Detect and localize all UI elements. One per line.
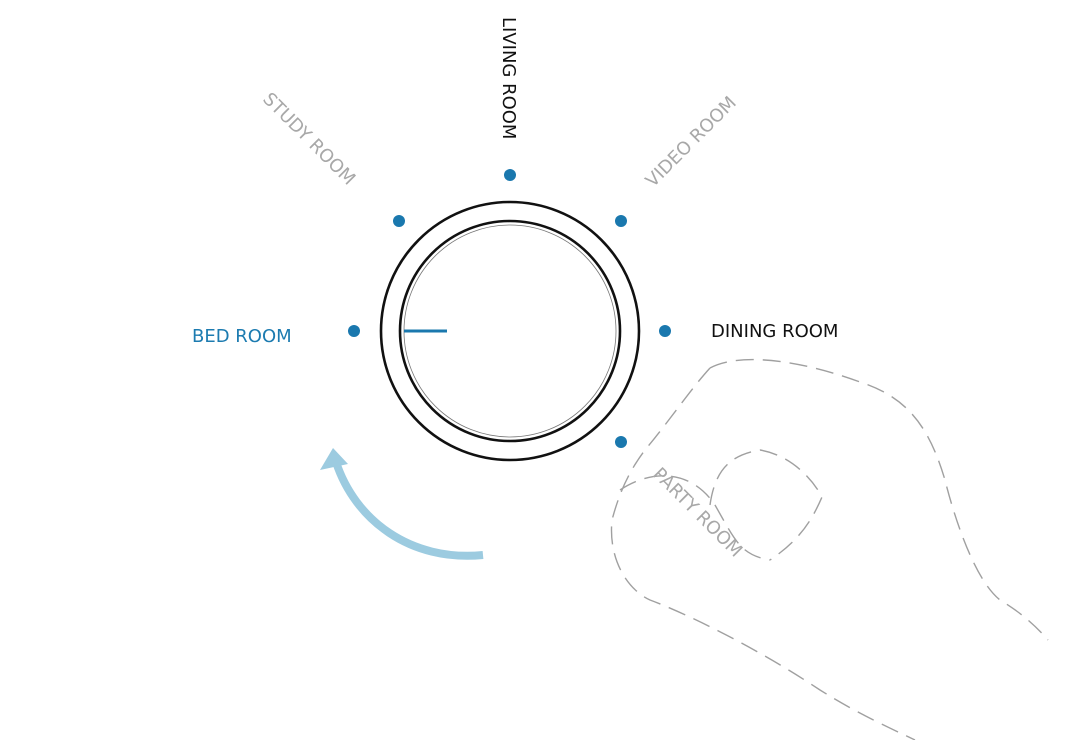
label-party-room[interactable]: PARTY ROOM — [648, 464, 746, 562]
position-dot-bed[interactable] — [348, 325, 360, 337]
label-living-room[interactable]: LIVING ROOM — [498, 17, 519, 139]
hand-outline-icon — [610, 358, 1049, 740]
position-dot-video[interactable] — [615, 215, 627, 227]
rotate-counterclockwise-arrow-icon — [320, 448, 484, 560]
position-dot-dining[interactable] — [659, 325, 671, 337]
knob-outer-ring — [379, 200, 641, 462]
label-dining-room[interactable]: DINING ROOM — [711, 321, 838, 342]
label-study-room[interactable]: STUDY ROOM — [258, 89, 359, 190]
position-dot-living[interactable] — [504, 169, 516, 181]
label-bed-room[interactable]: BED ROOM — [192, 326, 292, 347]
position-dot-study[interactable] — [393, 215, 405, 227]
label-video-room[interactable]: VIDEO ROOM — [642, 92, 741, 191]
dial-knob[interactable] — [379, 200, 641, 462]
knob-inner-ring — [398, 219, 622, 443]
position-dot-party[interactable] — [615, 436, 627, 448]
